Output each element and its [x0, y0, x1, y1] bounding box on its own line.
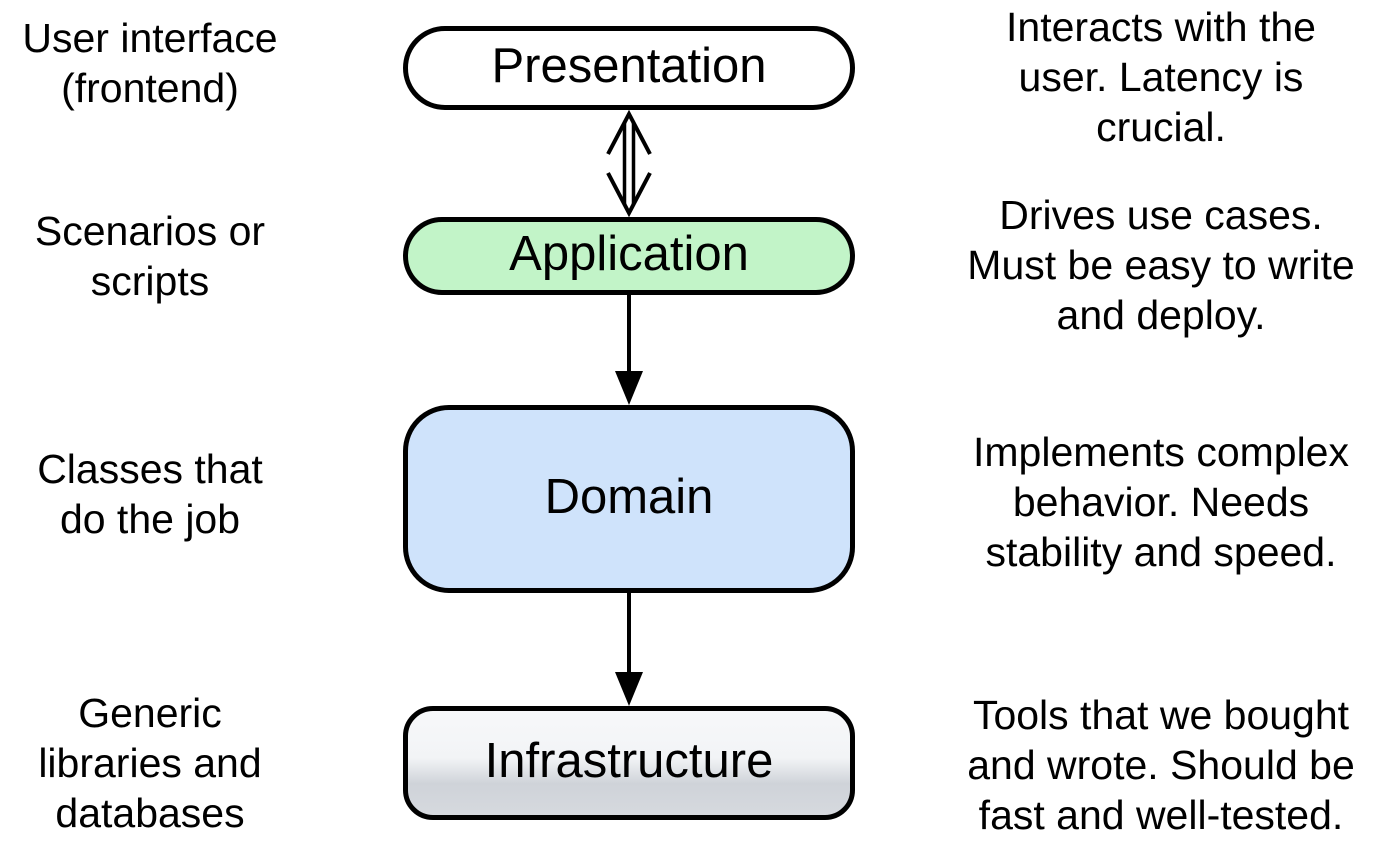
- down-arrow-application-to-domain: [615, 295, 643, 405]
- right-note-presentation: Interacts with the user. Latency is cruc…: [1006, 4, 1316, 150]
- right-note-infrastructure: Tools that we bought and wrote. Should b…: [967, 692, 1355, 838]
- left-note-infrastructure: Generic libraries and databases: [38, 690, 262, 836]
- left-note-presentation: User interface (frontend): [22, 15, 278, 111]
- layer-label-infrastructure: Infrastructure: [484, 733, 774, 788]
- down-arrow-domain-to-infrastructure: [615, 593, 643, 706]
- right-note-application: Drives use cases. Must be easy to write …: [967, 192, 1355, 338]
- layer-box-presentation: Presentation: [403, 26, 855, 110]
- layer-label-application: Application: [509, 226, 749, 281]
- layer-box-application: Application: [403, 217, 855, 295]
- left-note-domain: Classes that do the job: [37, 446, 263, 542]
- double-arrow-connector: [606, 110, 652, 217]
- right-note-domain: Implements complex behavior. Needs stabi…: [973, 429, 1349, 575]
- left-note-application: Scenarios or scripts: [34, 208, 266, 304]
- layer-label-domain: Domain: [544, 469, 714, 524]
- layer-label-presentation: Presentation: [491, 38, 767, 93]
- layer-box-domain: Domain: [403, 405, 855, 593]
- layer-box-infrastructure: Infrastructure: [403, 706, 855, 820]
